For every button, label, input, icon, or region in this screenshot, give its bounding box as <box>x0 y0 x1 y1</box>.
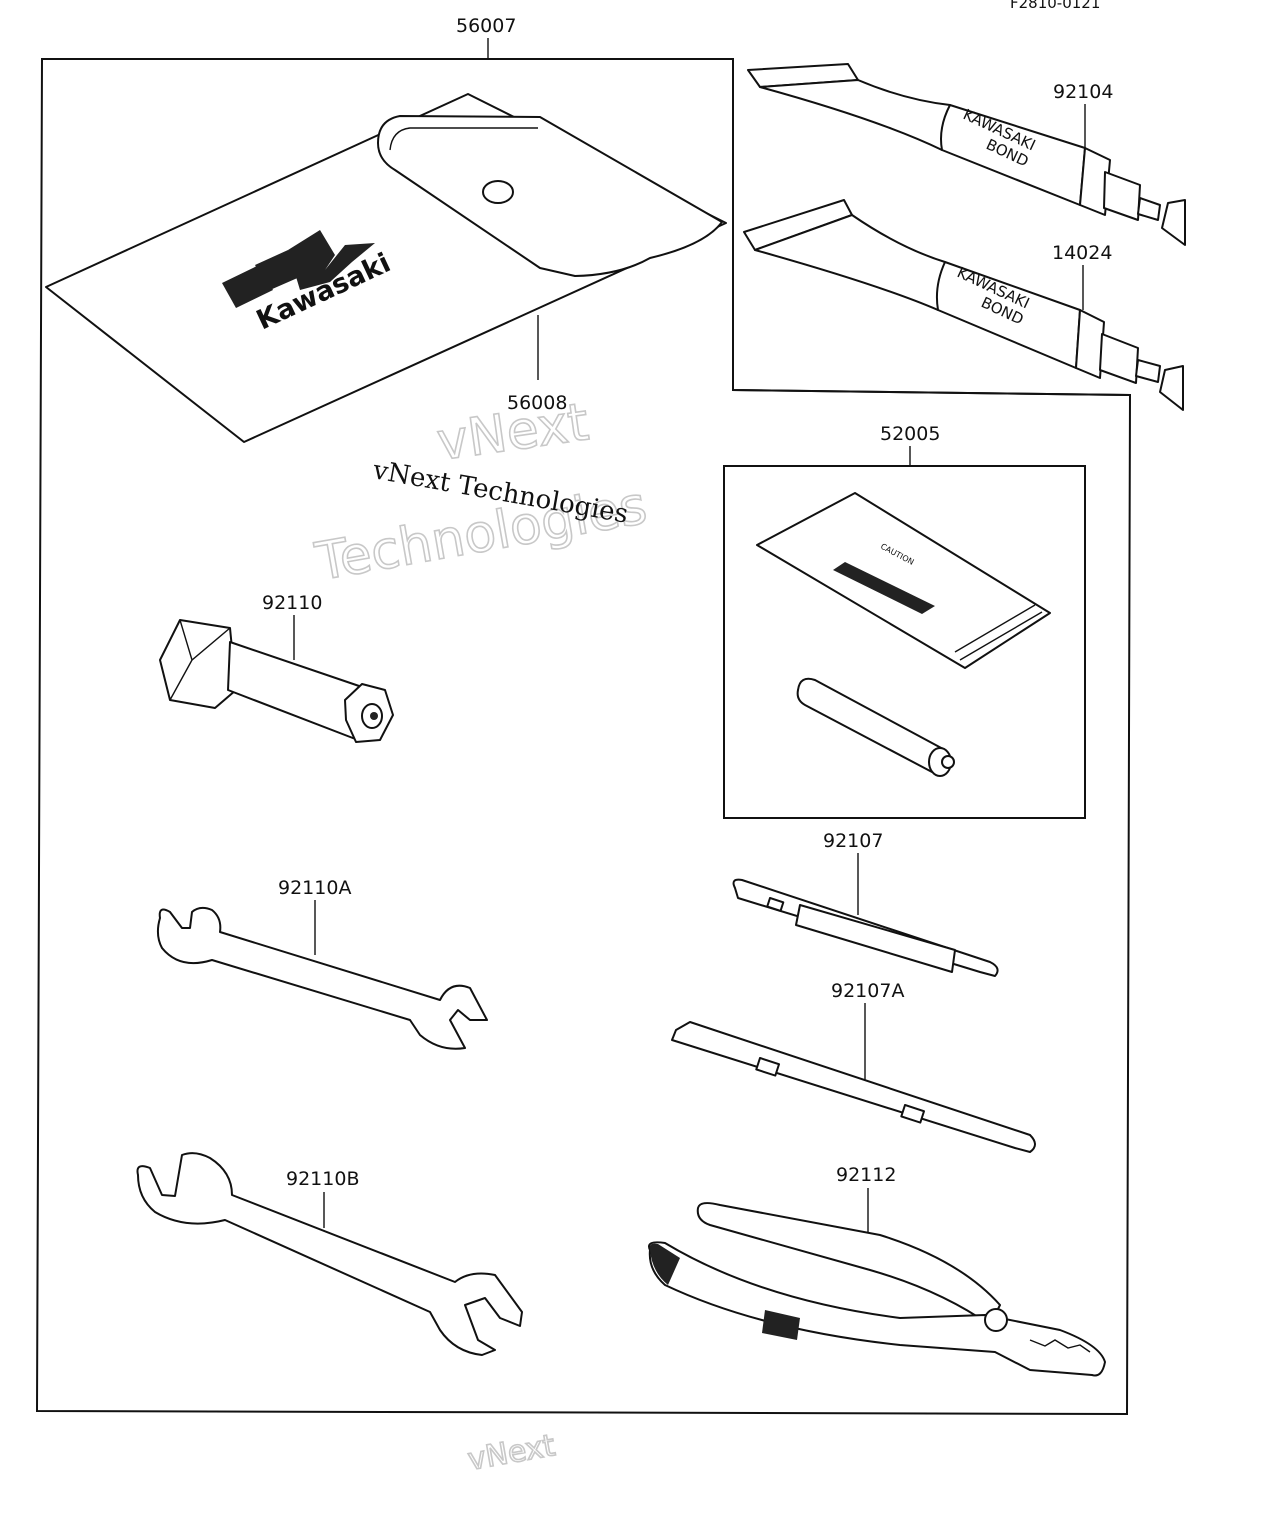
label-14024: 14024 <box>1052 242 1112 264</box>
tool-pouch: Kawasaki <box>45 93 727 443</box>
label-92110B: 92110B <box>286 1168 359 1190</box>
label-56008: 56008 <box>507 392 567 414</box>
figure-code: F2810-0121 <box>1010 0 1100 12</box>
label-92107A: 92107A <box>831 980 904 1002</box>
wrench-92110A <box>156 906 488 1050</box>
label-52005: 52005 <box>880 423 940 445</box>
tube-group-box <box>732 59 1131 396</box>
label-92107: 92107 <box>823 830 883 852</box>
label-56007: 56007 <box>456 15 516 37</box>
bond-tube-14024: KAWASAKI BOND <box>743 199 1184 411</box>
watermark-fragment: vNext <box>465 1428 558 1478</box>
patch-kit: CAUTION <box>756 492 1051 777</box>
pliers-92112 <box>648 1202 1106 1377</box>
label-92104: 92104 <box>1053 81 1113 103</box>
screwdriver-92107 <box>732 878 999 977</box>
screwdriver-92107A <box>671 1021 1036 1153</box>
bond-tube-92104: KAWASAKI BOND <box>747 63 1186 246</box>
socket-wrench-92110 <box>159 619 394 743</box>
label-92112: 92112 <box>836 1164 896 1186</box>
label-92110A: 92110A <box>278 877 351 899</box>
watermark: vNext Technologies vNext Technologies <box>310 392 652 594</box>
watermark-outline-1: vNext <box>433 392 592 473</box>
label-92110: 92110 <box>262 592 322 614</box>
patch-kit-box <box>723 465 1086 819</box>
wrench-92110B <box>136 1152 523 1356</box>
